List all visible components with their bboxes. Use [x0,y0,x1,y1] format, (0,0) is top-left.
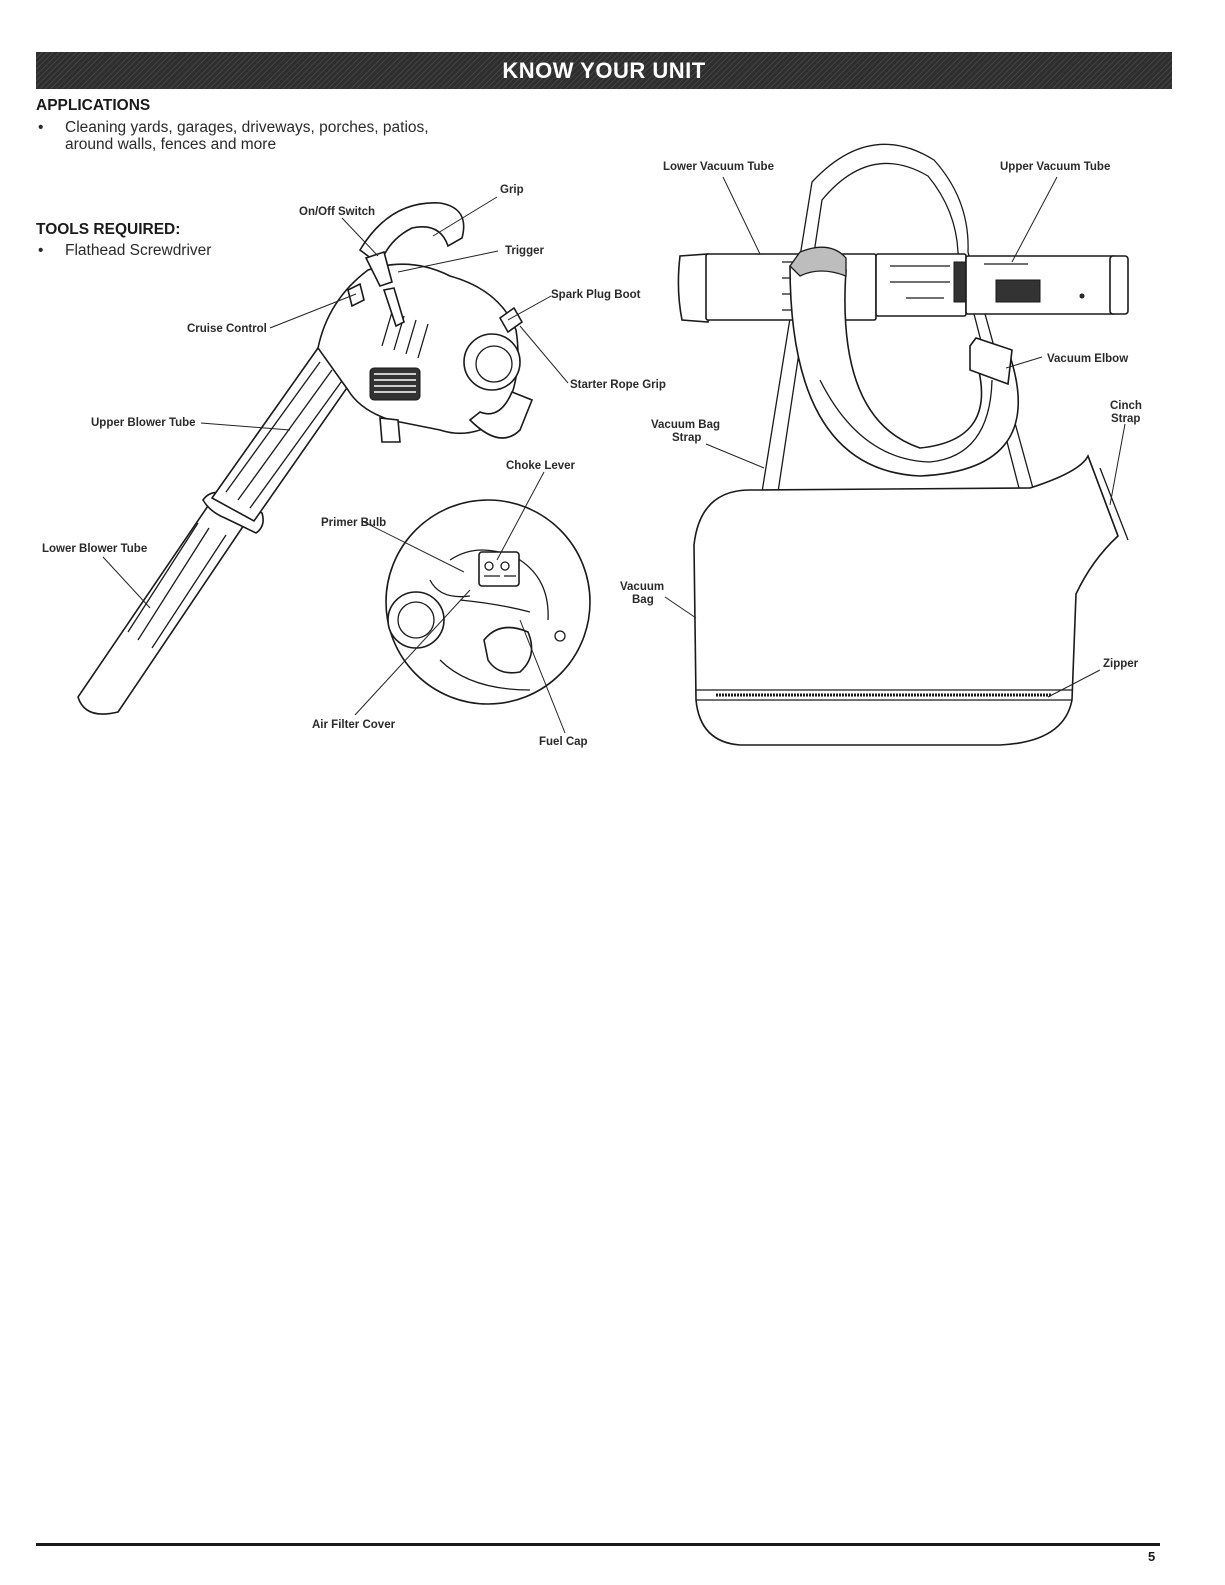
label-on-off-switch: On/Off Switch [299,206,375,218]
unit-diagram: Grip On/Off Switch Trigger Spark Plug Bo… [0,0,1225,780]
label-starter-rope-grip: Starter Rope Grip [570,379,666,391]
label-air-filter-cover: Air Filter Cover [312,719,396,731]
label-vacuum-elbow: Vacuum Elbow [1047,353,1128,365]
label-cinch-strap-line-2: Strap [1111,413,1140,425]
page-number: 5 [1148,1549,1155,1564]
label-lower-vacuum-tube: Lower Vacuum Tube [663,161,774,173]
label-cinch-strap-line-1: Cinch [1110,400,1142,412]
label-vacuum-bag-strap-line-1: Vacuum Bag [651,419,720,431]
label-cruise-control: Cruise Control [187,323,267,335]
label-spark-plug-boot: Spark Plug Boot [551,289,641,301]
engine-detail-inset [386,500,590,704]
footer-rule [36,1543,1160,1546]
vacuum-kit-illustration [678,144,1128,745]
label-lower-blower-tube: Lower Blower Tube [42,543,147,555]
label-grip: Grip [500,184,524,196]
label-vacuum-bag-line-1: Vacuum [620,581,664,593]
label-upper-vacuum-tube: Upper Vacuum Tube [1000,161,1110,173]
label-trigger: Trigger [505,245,545,257]
label-vacuum-bag-strap-line-2: Strap [672,432,701,444]
label-primer-bulb: Primer Bulb [321,517,386,529]
label-upper-blower-tube: Upper Blower Tube [91,417,196,429]
label-fuel-cap: Fuel Cap [539,736,588,748]
label-vacuum-bag-line-2: Bag [632,594,654,606]
label-zipper: Zipper [1103,658,1139,670]
label-choke-lever: Choke Lever [506,460,576,472]
